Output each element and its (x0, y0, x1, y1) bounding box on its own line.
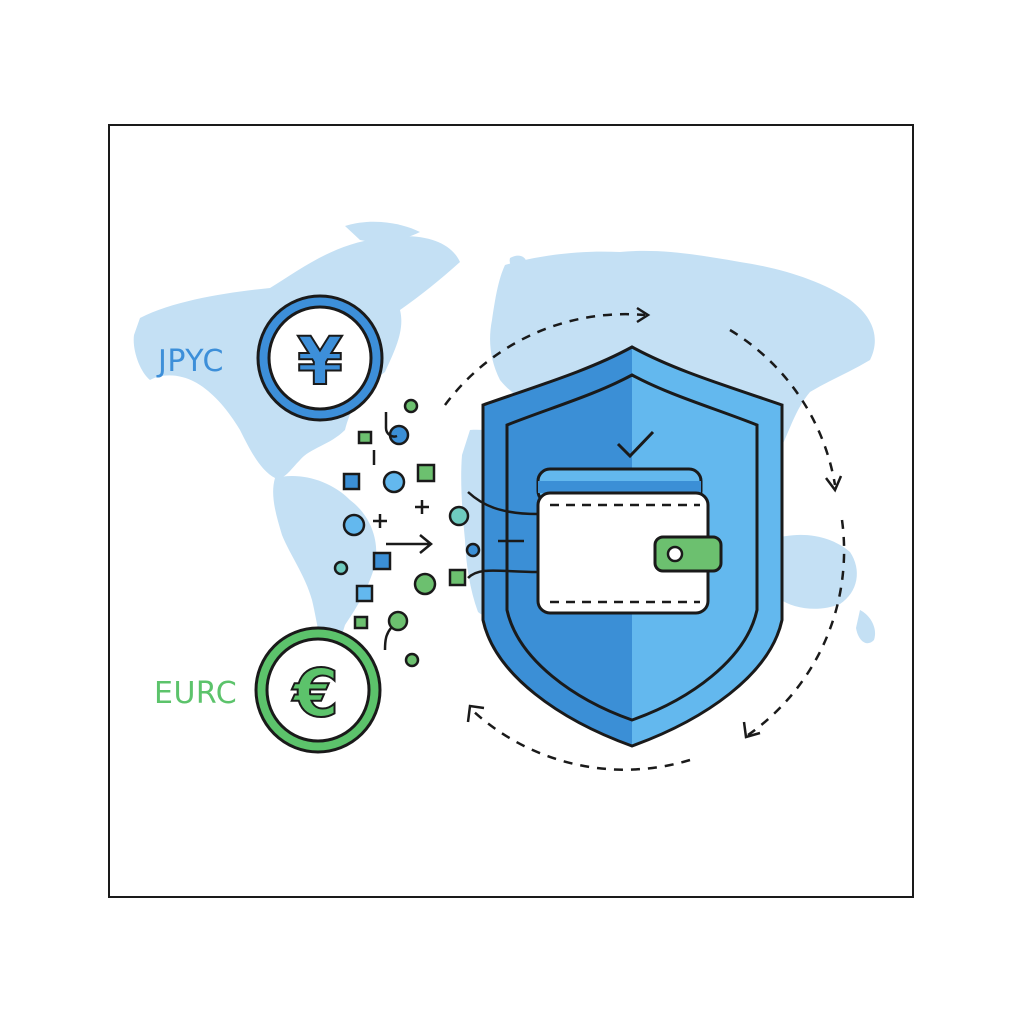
checkmark-icon (616, 430, 655, 459)
svg-text:€: € (291, 655, 339, 732)
yen-coin-icon: ¥ (256, 294, 384, 422)
svg-text:¥: ¥ (297, 323, 343, 400)
euro-coin-icon: € (254, 626, 382, 754)
eurc-label: EURC (154, 676, 238, 711)
flow-funnel (467, 491, 539, 579)
wallet-clasp (653, 535, 723, 573)
token-particles (333, 398, 481, 668)
dashed-circular-arrows-icon (443, 306, 846, 771)
wallet-icon (536, 467, 723, 615)
jpyc-label: JPYC (158, 344, 224, 379)
